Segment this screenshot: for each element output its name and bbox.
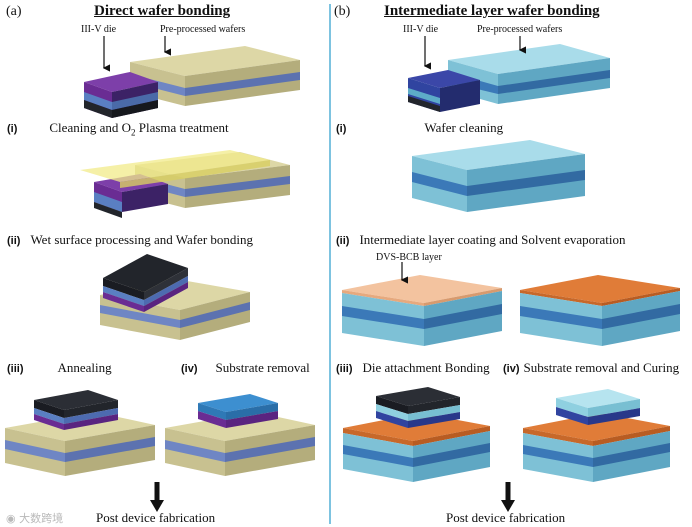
right-substrate-removal-curing (523, 389, 670, 482)
watermark-text: 大数跨境 (19, 512, 64, 525)
step-ii-left: (ii) Wet surface processing and Wafer bon… (7, 232, 253, 248)
step-text: Intermediate layer coating and Solvent e… (359, 232, 626, 247)
label-dvs-bcb-layer: DVS-BCB layer (376, 252, 442, 263)
step-text: Substrate removal and Curing (523, 360, 680, 375)
step-iii-right: (iii) Die attachment Bonding (336, 360, 490, 376)
step-text-subscript: 2 (130, 127, 136, 138)
label-iii-v-die-left: III-V die (81, 24, 117, 35)
left-annealing (5, 390, 155, 476)
left-wafer-bonding (100, 254, 250, 340)
step-number: (ii) (336, 235, 350, 247)
step-text: Cleaning and O (49, 120, 131, 135)
step-text: Substrate removal (215, 360, 310, 375)
step-number: (i) (7, 123, 18, 135)
step-text: Annealing (57, 360, 112, 375)
title-intermediate-bonding: Intermediate layer wafer bonding (384, 3, 600, 19)
right-die-attachment (343, 387, 490, 482)
final-step-left: Post device fabrication (96, 510, 216, 525)
right-initial-die (408, 70, 480, 112)
label-preprocessed-wafers-right: Pre-processed wafers (477, 24, 563, 35)
right-initial-wafers (448, 44, 610, 104)
title-direct-bonding: Direct wafer bonding (94, 3, 231, 19)
right-wafer-cleaning (412, 140, 585, 212)
step-text: Die attachment Bonding (362, 360, 490, 375)
step-iv-left: (iv) Substrate removal (181, 360, 310, 376)
label-iii-v-die-right: III-V die (403, 24, 439, 35)
step-number: (iii) (336, 363, 353, 375)
step-number: (ii) (7, 235, 21, 247)
step-number: (iv) (503, 363, 520, 375)
step-text: Wet surface processing and Wafer bonding (30, 232, 254, 247)
step-text: Wafer cleaning (424, 120, 504, 135)
right-bcb-coating (342, 275, 502, 346)
left-initial-die (84, 72, 158, 118)
step-i-right: (i) Wafer cleaning (336, 120, 503, 136)
left-plasma-treatment (80, 150, 290, 218)
step-number: (iii) (7, 363, 24, 375)
step-ii-right: (ii) Intermediate layer coating and Solve… (336, 232, 626, 248)
panel-divider (329, 4, 331, 524)
label-preprocessed-wafers-left: Pre-processed wafers (160, 24, 246, 35)
left-substrate-removal (165, 394, 315, 476)
step-i-left: (i) Cleaning and O2 Plasma treatment (7, 120, 229, 138)
watermark: ◉ 大数跨境 (6, 510, 63, 526)
right-solvent-evaporation (520, 275, 680, 346)
panel-label-a: (a) (6, 4, 22, 19)
step-text-continued: Plasma treatment (135, 120, 229, 135)
step-number: (iv) (181, 363, 198, 375)
watermark-icon: ◉ (6, 512, 20, 525)
final-step-right: Post device fabrication (446, 510, 566, 525)
panel-label-b: (b) (334, 4, 351, 19)
step-iii-left: (iii) Annealing (7, 360, 112, 376)
step-number: (i) (336, 123, 347, 135)
step-iv-right: (iv)Substrate removal and Curing (503, 360, 679, 376)
